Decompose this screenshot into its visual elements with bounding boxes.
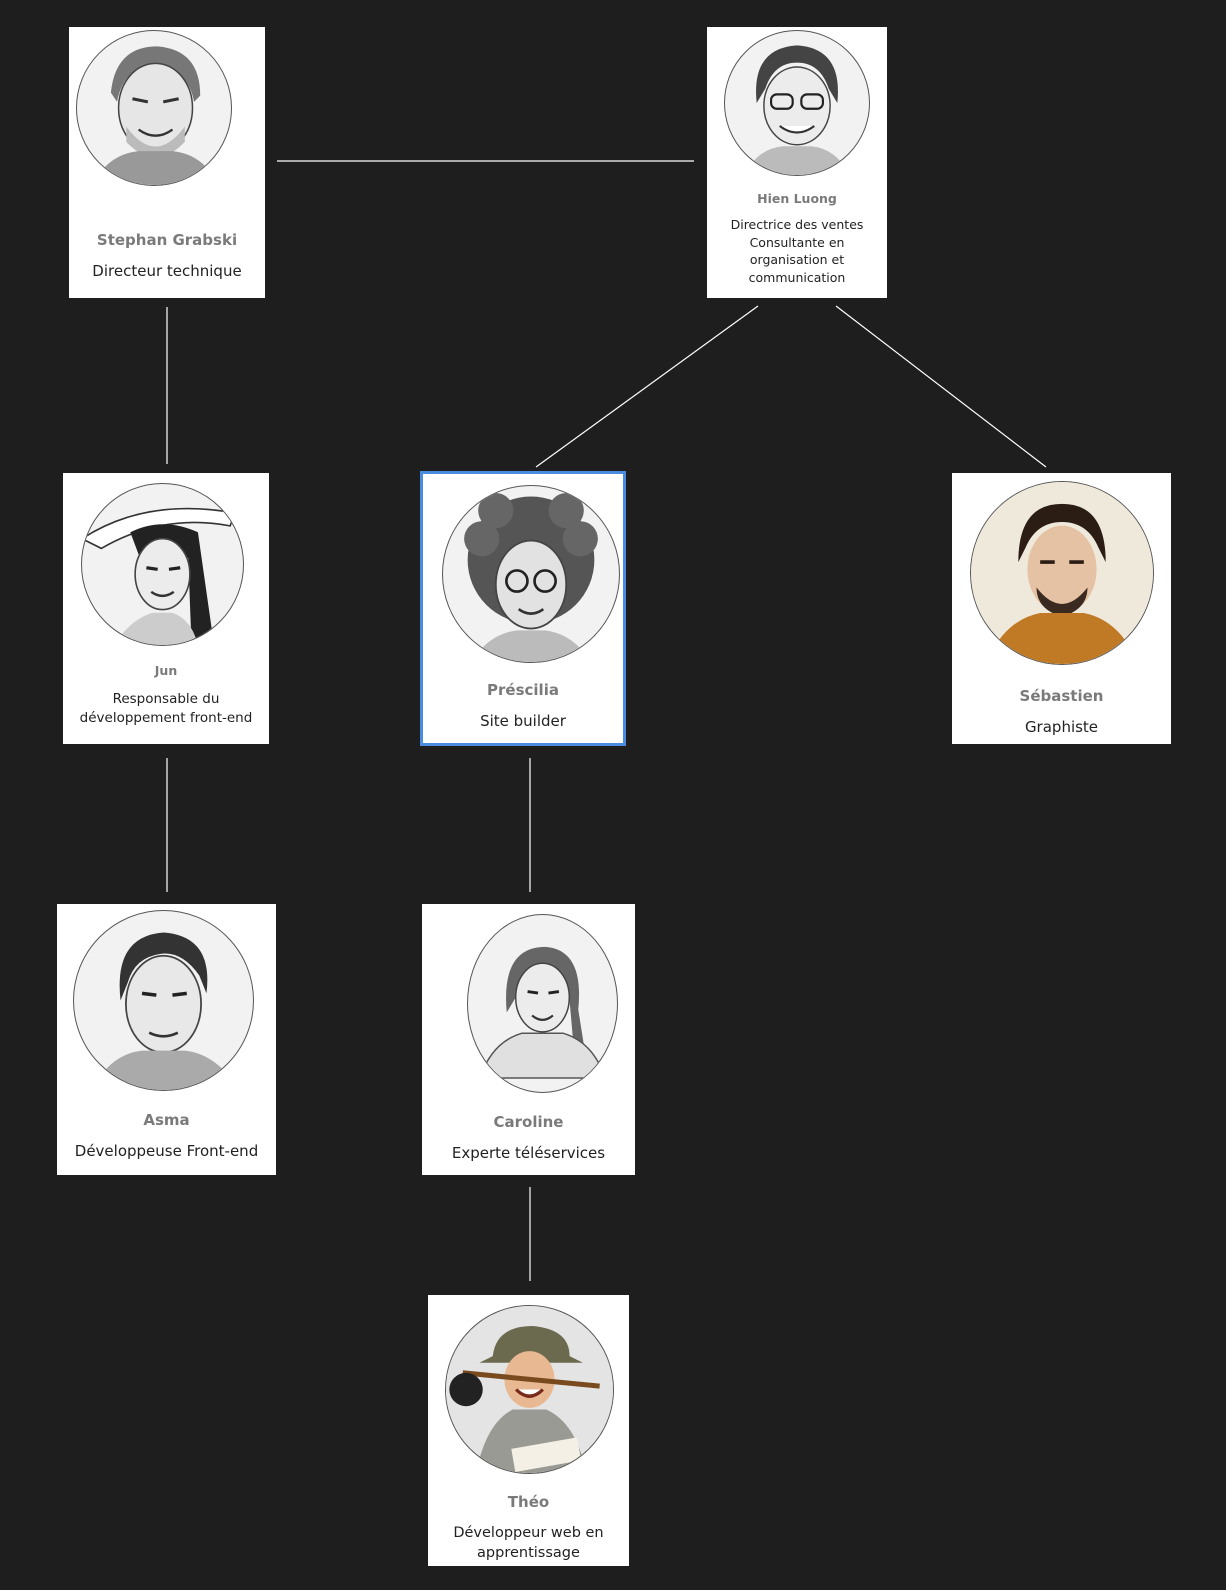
person-role: Graphiste: [1024, 718, 1099, 736]
avatar-hien: [724, 30, 870, 176]
avatar-prescilia: [442, 485, 620, 663]
person-name: Stephan Grabski: [96, 231, 238, 249]
role-line: apprentissage: [477, 1545, 580, 1561]
sketch-portrait-icon: [745, 45, 849, 175]
person-card-hien[interactable]: Hien Luong Directrice des ventes Consult…: [707, 27, 887, 298]
avatar-jun: [81, 483, 244, 646]
sketch-portrait-icon: [478, 946, 607, 1079]
link-hien-sebastien: [835, 305, 1047, 468]
avatar-asma: [73, 910, 254, 1091]
person-role: Directeur technique: [92, 262, 242, 280]
person-name: Hien Luong: [757, 191, 837, 206]
person-name: Asma: [143, 1111, 190, 1129]
person-card-sebastien[interactable]: Sébastien Graphiste: [952, 473, 1171, 744]
person-role: Site builder: [480, 712, 566, 730]
sketch-portrait-icon: [92, 46, 219, 185]
person-card-caroline[interactable]: Caroline Experte téléservices: [422, 904, 635, 1175]
person-name: Sébastien: [1019, 687, 1104, 705]
sketch-portrait-icon: [91, 932, 239, 1090]
avatar-theo: [445, 1305, 614, 1474]
person-role: Responsable du développement front-end: [69, 690, 263, 728]
role-line: Développeur web en: [453, 1525, 604, 1541]
person-role: Développeuse Front-end: [74, 1142, 259, 1160]
sketch-portrait-icon: [464, 493, 598, 662]
role-line: développement front-end: [79, 710, 253, 726]
person-name: Préscilia: [487, 681, 559, 699]
avatar-stephan: [76, 30, 232, 186]
avatar-sebastien: [970, 481, 1154, 665]
person-card-jun[interactable]: Jun Responsable du développement front-e…: [63, 473, 269, 744]
person-card-theo[interactable]: Théo Développeur web en apprentissage: [428, 1295, 629, 1566]
person-name: Jun: [154, 663, 178, 678]
avatar-caroline: [467, 914, 618, 1093]
role-line: Responsable du: [112, 691, 220, 707]
person-card-asma[interactable]: Asma Développeuse Front-end: [57, 904, 276, 1175]
person-role: Développeur web en apprentissage: [434, 1523, 623, 1563]
role-line: Directrice des ventes: [730, 217, 864, 232]
role-line: communication: [748, 269, 846, 285]
person-name: Caroline: [493, 1113, 564, 1131]
person-card-stephan[interactable]: Stephan Grabski Directeur technique: [69, 27, 265, 298]
role-line: Consultante en: [749, 234, 845, 250]
person-name: Théo: [507, 1493, 550, 1511]
link-hien-prescilia: [535, 305, 759, 468]
photo-portrait-icon: [446, 1306, 613, 1473]
person-card-prescilia[interactable]: Préscilia Site builder: [420, 471, 626, 746]
person-role: Experte téléservices: [451, 1144, 606, 1162]
person-role: Directrice des ventes Consultante en org…: [713, 216, 881, 286]
role-line: organisation et: [749, 252, 845, 267]
sketch-portrait-icon: [82, 507, 237, 645]
photo-portrait-icon: [971, 482, 1153, 664]
